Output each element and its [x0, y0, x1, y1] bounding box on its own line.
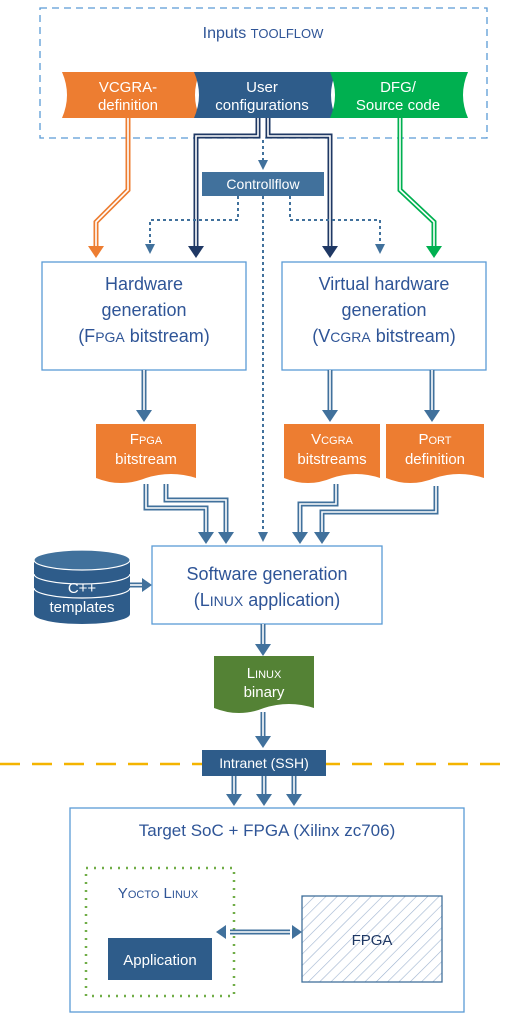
controlflow-box: [202, 172, 324, 196]
vcgra-bitstreams-doc: [284, 424, 380, 483]
fpga-doc-line2: bitstream: [115, 451, 177, 468]
fpga-bitstream-doc: [96, 424, 196, 483]
dotted-cf-to-vhw: [289, 196, 385, 254]
templates-line1: C++: [68, 580, 97, 597]
inputs-title: Inputs Toolflow: [203, 25, 324, 42]
yocto-linux-label: YOCTO LINUX: [118, 885, 199, 902]
arrow-vhw-to-port-doc: [424, 370, 440, 422]
arrow-port-doc-to-sw: [314, 486, 439, 544]
dfg-source-tape: [330, 72, 468, 118]
sw-gen-line1: Software generation: [186, 564, 347, 584]
intranet-label: Intranet (SSH): [219, 755, 308, 771]
arrow-hw-to-fpga-doc: [136, 370, 152, 422]
dfg-source-line2: Source code: [356, 97, 440, 114]
vhw-gen-line1: Virtual hardware: [319, 274, 450, 294]
dotted-cf-to-hw: [145, 196, 239, 254]
bidirectional-arrow-app-fpga: [216, 925, 302, 939]
vcgra-definition-line1: VCGRA-: [99, 79, 157, 96]
sw-gen-line2: (LINUX application): [194, 590, 341, 610]
vcgra-doc-line1: VCGRA: [311, 431, 353, 448]
linux-binary-doc: [214, 656, 314, 713]
vcgra-doc-line2: bitstreams: [297, 451, 366, 468]
hw-gen-line2: generation: [101, 300, 186, 320]
port-definition-doc: [386, 424, 484, 483]
arrow-fpga-doc-to-sw: [143, 484, 234, 544]
software-generation-box: [151, 545, 383, 625]
controlflow-label: Controllflow: [226, 176, 300, 192]
user-configurations-line2: configurations: [215, 97, 308, 114]
arrow-dfg-to-vhw: [397, 118, 437, 252]
arrow-vcgra-doc-to-sw: [292, 484, 339, 544]
fpga-doc-line1: FPGA: [130, 431, 163, 448]
arrow-linux-to-intranet: [255, 712, 271, 748]
fpga-label: FPGA: [352, 932, 393, 949]
hw-gen-line3: (FPGA bitstream): [78, 326, 210, 346]
hardware-generation-box: [41, 261, 247, 371]
user-configurations-tape: [194, 72, 336, 118]
vhw-gen-line3: (VCGRA bitstream): [312, 326, 455, 346]
vhw-gen-line2: generation: [341, 300, 426, 320]
application-box: [108, 938, 212, 980]
dfg-source-line1: DFG/: [380, 79, 417, 96]
port-doc-line2: definition: [405, 451, 465, 468]
fpga-box: [301, 895, 443, 983]
linux-doc-line1: LINUX: [247, 665, 282, 682]
arrow-vhw-to-vcgra-doc: [322, 370, 338, 422]
target-soc-title: Target SoC + FPGA (Xilinx zc706): [139, 821, 396, 840]
vcgra-definition-line2: definition: [98, 97, 158, 114]
templates-line2: templates: [49, 599, 114, 616]
vcgra-definition-tape: [62, 72, 200, 118]
hw-gen-line1: Hardware: [105, 274, 183, 294]
yocto-linux-region: [84, 866, 236, 998]
arrow-sw-to-linux: [255, 624, 271, 656]
cpp-templates-database-icon: [33, 549, 131, 624]
arrows-intranet-to-target: [226, 776, 302, 806]
virtual-hardware-generation-box: [281, 261, 487, 371]
port-doc-line1: PORT: [418, 431, 451, 448]
arrow-templates-to-sw: [130, 578, 152, 592]
user-configurations-line1: User: [246, 79, 278, 96]
intranet-box: [202, 750, 326, 776]
application-label: Application: [123, 952, 196, 969]
linux-doc-line2: binary: [244, 684, 285, 701]
